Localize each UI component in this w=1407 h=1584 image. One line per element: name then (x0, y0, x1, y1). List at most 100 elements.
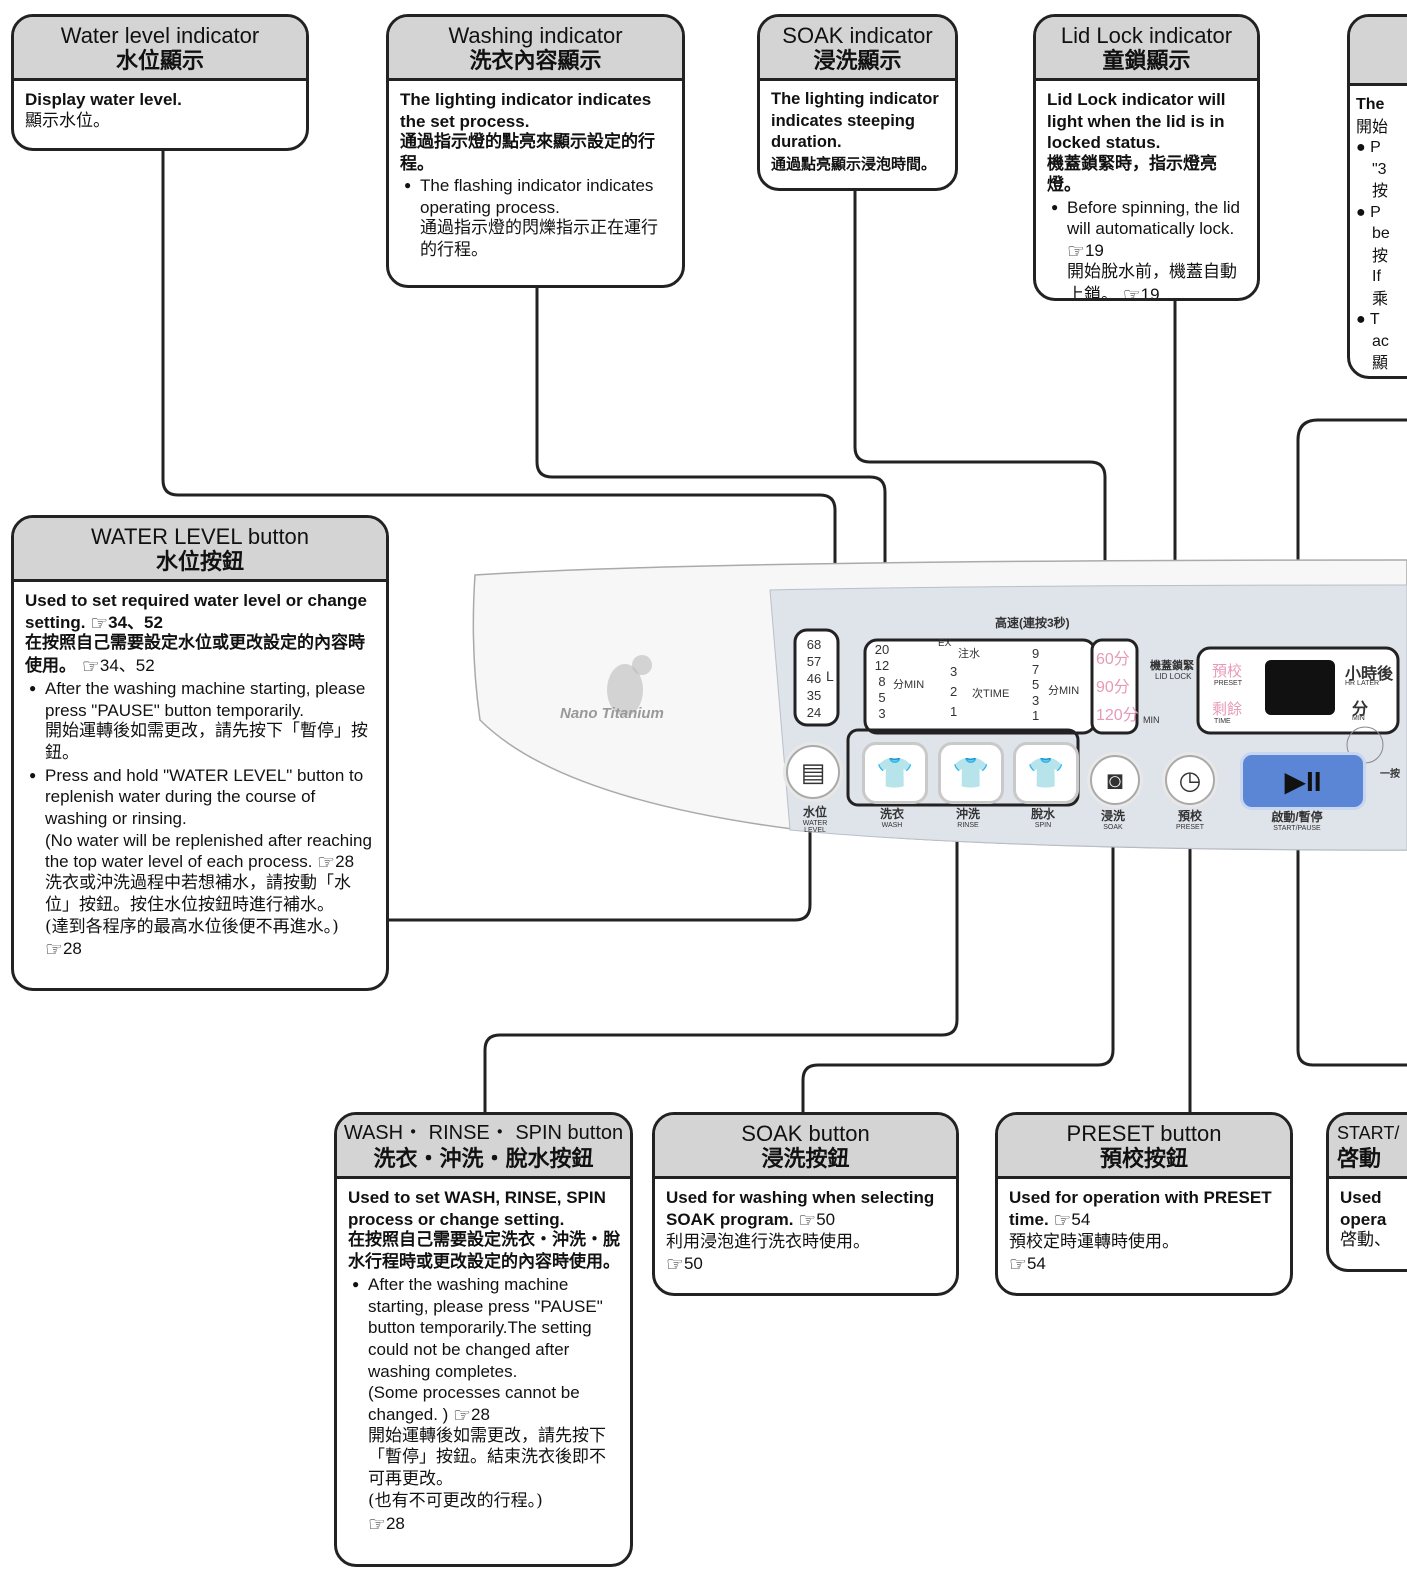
page-ref: ☞19 (1067, 240, 1104, 263)
cut-text: 啓動、 (1340, 1230, 1391, 1250)
rinse-button[interactable]: 👕 (938, 742, 1004, 804)
callout-bullet: After the washing machine starting, plea… (348, 1274, 620, 1536)
lid-lock-indicator-callout: Lid Lock indicator 童鎖顯示 Lid Lock indicat… (1033, 14, 1260, 301)
page-ref: ☞50 (666, 1254, 703, 1276)
bullet-zh: 開始運轉後如需更改，請先按下「暫停」按鈕。 (45, 721, 368, 763)
display-callout-cut: The 開始 ● P "3 按 ● P be 按 If 乘 ● T ac 顯 (1347, 14, 1407, 379)
callout-desc-en: Used for operation with PRESET time. (1009, 1188, 1272, 1229)
soak-button[interactable]: ◙ (1090, 755, 1140, 805)
connector-water-level-button (389, 790, 812, 922)
callout-desc-en: Used to set WASH, RINSE, SPIN process or… (348, 1188, 606, 1229)
page-ref: ☞28 (368, 1513, 405, 1536)
callout-title-zh: 水位按鈕 (155, 549, 244, 575)
soak-indicator-callout: SOAK indicator 浸洗顯示 The lighting indicat… (757, 14, 958, 191)
page-ref: ☞34、52 (90, 612, 163, 635)
wash-button[interactable]: 👕 (862, 742, 928, 804)
callout-desc-zh: 在按照自己需要設定洗衣・沖洗・脫水行程時或更改設定的內容時使用。 (348, 1230, 620, 1273)
page-ref: ☞28 (317, 852, 355, 875)
cut-text: opera (1340, 1209, 1387, 1229)
callout-bullet: After the washing machine starting, plea… (25, 678, 376, 765)
pointing-hand-icon: ☞ (1009, 1254, 1027, 1276)
bullet-zh: 開始脫水前，機蓋自動上鎖。 (1067, 262, 1237, 301)
bullet-zh-note: (達到各程序的最高水位後便不再進水。) (45, 916, 339, 937)
callout-title-en: PRESET button (1066, 1121, 1222, 1146)
cut-text: 開始 (1356, 116, 1389, 136)
connector-soak-indicator (853, 190, 1107, 640)
callout-title-en: SOAK button (741, 1121, 870, 1146)
bullet-en: After the washing machine starting, plea… (45, 678, 366, 720)
start-button-callout-cut: START/ 啓動 Used opera 啓動、 (1326, 1112, 1407, 1272)
callout-title-en: Washing indicator (448, 23, 623, 48)
wash-rinse-spin-button-callout: WASH・ RINSE・ SPIN button 洗衣・沖洗・脫水按鈕 Used… (334, 1112, 633, 1567)
preset-button-callout: PRESET button 預校按鈕 Used for operation wi… (995, 1112, 1293, 1296)
pointing-hand-icon: ☞ (453, 1405, 472, 1428)
preset-button[interactable]: ◷ (1165, 755, 1215, 805)
callout-desc-en: Display water level. (25, 90, 182, 109)
connector-water-level-indicator (161, 150, 837, 628)
cut-text: Used (1340, 1188, 1382, 1207)
callout-title-en: Lid Lock indicator (1060, 23, 1233, 48)
water-level-button[interactable]: ▤ (786, 745, 840, 799)
callout-desc-en: Lid Lock indicator will light when the l… (1047, 90, 1226, 152)
callout-header: Water level indicator 水位顯示 (14, 17, 306, 81)
bullet-note: (No water will be replenished after reac… (45, 830, 372, 872)
bullet-zh: 開始運轉後如需更改，請先按下「暫停」按鈕。結束洗衣後即不可再更改。 (368, 1425, 606, 1490)
callout-title-zh: 童鎖顯示 (1102, 48, 1191, 74)
callout-title-zh: 預校按鈕 (1099, 1146, 1188, 1172)
callout-desc-zh: 在按照自己需要設定水位或更改設定的內容時使用。 (25, 633, 365, 677)
callout-desc-zh: 機蓋鎖緊時，指示燈亮燈。 (1047, 153, 1217, 196)
callout-title-zh: 水位顯示 (115, 48, 204, 74)
bullet-zh: 通過指示燈的閃爍指示正在運行的行程。 (420, 218, 658, 260)
callout-desc-zh: 通過點亮顯示浸泡時間。 (771, 154, 937, 173)
callout-bullet: Before spinning, the lid will automatica… (1047, 197, 1247, 301)
page-ref: ☞54 (1009, 1254, 1046, 1276)
water-level-indicator-callout: Water level indicator 水位顯示 Display water… (11, 14, 309, 151)
callout-title-zh: 浸洗顯示 (813, 48, 902, 74)
pointing-hand-icon: ☞ (317, 852, 336, 875)
bullet-zh-note: (也有不可更改的行程。) (368, 1490, 543, 1511)
soak-icon: ◙ (1107, 764, 1123, 795)
page-ref: ☞54 (1053, 1210, 1091, 1232)
connector-soak-button (801, 800, 1115, 1130)
cut-text: The (1356, 96, 1385, 113)
callout-desc-en: Used to set required water level or chan… (25, 591, 368, 632)
callout-desc-zh: 預校定時運轉時使用。 (1009, 1232, 1179, 1252)
callout-desc-zh: 顯示水位。 (25, 110, 110, 131)
bullet-zh: 洗衣或沖洗過程中若想補水，請按動「水位」按鈕。按住水位按鈕時進行補水。 (45, 873, 351, 915)
page-ref: ☞28 (45, 939, 82, 962)
callout-desc-en: Used for washing when selecting SOAK pro… (666, 1188, 935, 1229)
bullet-en: After the washing machine starting, plea… (368, 1274, 603, 1381)
connector-display (1296, 418, 1407, 650)
soak-button-callout: SOAK button 浸洗按鈕 Used for washing when s… (652, 1112, 959, 1296)
callout-desc-zh: 利用浸泡進行洗衣時使用。 (666, 1232, 870, 1252)
callout-desc-en: The lighting indicator indicates steepin… (771, 90, 939, 151)
bullet-en: Before spinning, the lid will automatica… (1067, 197, 1240, 239)
washing-indicator-callout: Washing indicator 洗衣內容顯示 The lighting in… (386, 14, 685, 288)
callout-title-zh: 洗衣內容顯示 (469, 48, 602, 74)
clock-icon: ◷ (1178, 764, 1202, 795)
page-ref: ☞19 (1122, 284, 1160, 301)
callout-title-zh: 洗衣・沖洗・脫水按鈕 (373, 1146, 594, 1172)
callout-title-en: WASH・ RINSE・ SPIN button (343, 1122, 624, 1144)
shirt-spin-icon: 👕 (1027, 756, 1065, 790)
pointing-hand-icon: ☞ (368, 1513, 386, 1536)
page-ref: ☞28 (453, 1405, 490, 1428)
bullet-en: Press and hold "WATER LEVEL" button to r… (45, 765, 364, 829)
bucket-icon: ▤ (800, 756, 826, 787)
callout-desc-zh: 通過指示燈的點亮來顯示設定的行程。 (400, 132, 655, 174)
pointing-hand-icon: ☞ (1067, 240, 1085, 263)
callout-title-en: WATER LEVEL button (90, 524, 310, 549)
pointing-hand-icon: ☞ (81, 656, 100, 679)
page-ref: ☞34、52 (81, 656, 155, 679)
page-ref: ☞50 (798, 1210, 836, 1232)
pointing-hand-icon: ☞ (666, 1254, 684, 1276)
connector-washing-indicator (535, 288, 887, 640)
callout-desc-en: The lighting indicator indicates the set… (400, 90, 652, 131)
pointing-hand-icon: ☞ (798, 1210, 817, 1232)
callout-title-zh: 啓動 (1337, 1146, 1382, 1172)
shirt-rinse-icon: 👕 (952, 756, 990, 790)
callout-title-en: START/ (1337, 1123, 1400, 1143)
spin-button[interactable]: 👕 (1013, 742, 1079, 804)
pointing-hand-icon: ☞ (1122, 284, 1141, 301)
